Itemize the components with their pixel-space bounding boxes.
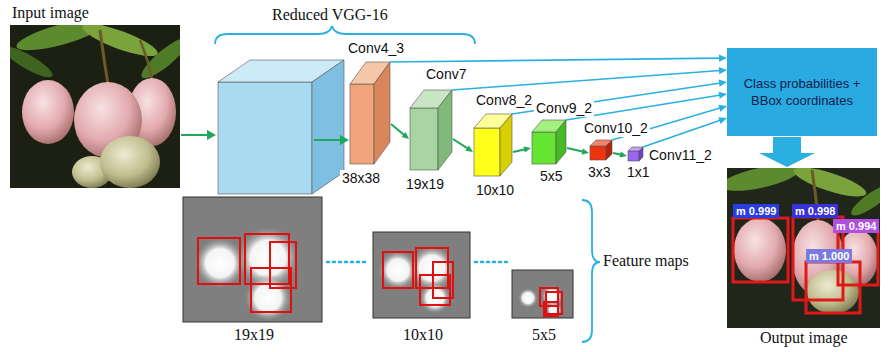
connector-line (643, 120, 721, 147)
feature-size: 5x5 (538, 168, 565, 185)
cube-front (532, 132, 556, 164)
layer-cube (628, 147, 643, 161)
layer-name: Conv10_2 (582, 120, 650, 137)
detection-tag: m 0.998 (792, 204, 838, 218)
block-arrow (759, 137, 815, 167)
flow-arrow (759, 137, 815, 167)
vgg-cube (218, 60, 344, 194)
layer-name: Conv7 (424, 66, 468, 83)
arrowhead (718, 117, 727, 124)
detection-tag: m 1.000 (806, 249, 852, 263)
arrowhead (465, 146, 473, 152)
feature-map-19 (183, 197, 322, 322)
output-image: Output image (727, 168, 880, 328)
arrowhead (718, 105, 727, 112)
cube-side (606, 140, 612, 160)
layer-cube (350, 62, 390, 164)
cube-side (438, 90, 452, 170)
layer-cube (590, 140, 612, 160)
flow-arrow (643, 117, 727, 147)
layer-name: Conv11_2 (647, 147, 714, 164)
flow-arrow (391, 124, 409, 139)
input-image: Input image (10, 25, 180, 188)
cube-front (474, 128, 500, 176)
feature-size: 19x19 (234, 326, 274, 343)
connector-line (453, 139, 468, 149)
feature-map-5 (512, 270, 573, 318)
group-title: Reduced VGG-16 (272, 6, 388, 23)
cube-side (374, 62, 390, 164)
layer-name: Conv9_2 (534, 100, 594, 117)
dotted-ellipsis (475, 261, 508, 264)
cube-side (500, 114, 512, 176)
arrowhead (581, 148, 589, 154)
layer-block: Conv719x19 (410, 90, 452, 170)
dotted-ellipsis (327, 261, 368, 264)
layer-cube (410, 90, 452, 170)
output-head-box: Class probabilities + BBox coordinates (727, 48, 877, 136)
group-bracket (215, 26, 475, 44)
feature-size: 3x3 (586, 164, 613, 181)
arrowhead (719, 80, 727, 87)
connector-line (452, 70, 721, 90)
layer-block: Conv10_23x3 (590, 140, 612, 160)
layer-block: Conv4_338x38 (350, 62, 390, 164)
cube-front (590, 146, 606, 160)
layer-cube (532, 120, 566, 164)
layer-block: Conv11_21x1 (628, 147, 643, 161)
layer-block: Conv9_25x5 (532, 120, 566, 164)
detection-tag: m 0.999 (733, 204, 779, 218)
connector-line (513, 149, 526, 152)
connector-line (391, 124, 405, 135)
feature-map-10 (373, 232, 470, 318)
feature-size: 1x1 (625, 164, 652, 181)
input-photo (10, 25, 180, 188)
flow-arrow (390, 54, 727, 62)
layer-cube (474, 114, 512, 176)
arrowhead (523, 146, 531, 152)
arrowhead (402, 132, 409, 139)
arrowhead (719, 92, 727, 99)
feature-size: 38x38 (340, 170, 382, 187)
flow-arrow (453, 139, 473, 152)
arrowhead (719, 67, 727, 74)
flow-arrow (567, 148, 589, 155)
box-text: Class probabilities + BBox coordinates (733, 75, 871, 109)
feature-size: 5x5 (532, 326, 556, 343)
group-bracket (582, 200, 600, 342)
cube-side (556, 120, 566, 164)
cube-front (628, 151, 639, 161)
feature-size: 10x10 (403, 326, 443, 343)
input-arrows (181, 130, 349, 145)
connector-line (567, 148, 584, 152)
cube-front (218, 82, 312, 194)
detection-tag: m 0.994 (833, 219, 879, 233)
layer-name: Conv4_3 (346, 40, 406, 57)
layer-name: Conv8_2 (474, 92, 534, 109)
cube-side (639, 147, 643, 161)
connector-line (390, 58, 721, 62)
flow-arrow (452, 67, 727, 90)
feature-size: 19x19 (404, 176, 446, 193)
image-title: Input image (12, 4, 89, 21)
feature-size: 10x10 (474, 182, 516, 199)
arrowhead (619, 151, 627, 157)
output-photo (727, 168, 880, 328)
cube-front (350, 84, 374, 164)
arrowhead (719, 54, 727, 61)
flow-arrow (513, 146, 531, 152)
image-title: Output image (760, 329, 848, 346)
layer-block: Conv8_210x10 (474, 114, 512, 176)
bracket-label: Feature maps (603, 252, 689, 269)
cube-front (410, 108, 438, 170)
flow-arrow (613, 151, 627, 157)
